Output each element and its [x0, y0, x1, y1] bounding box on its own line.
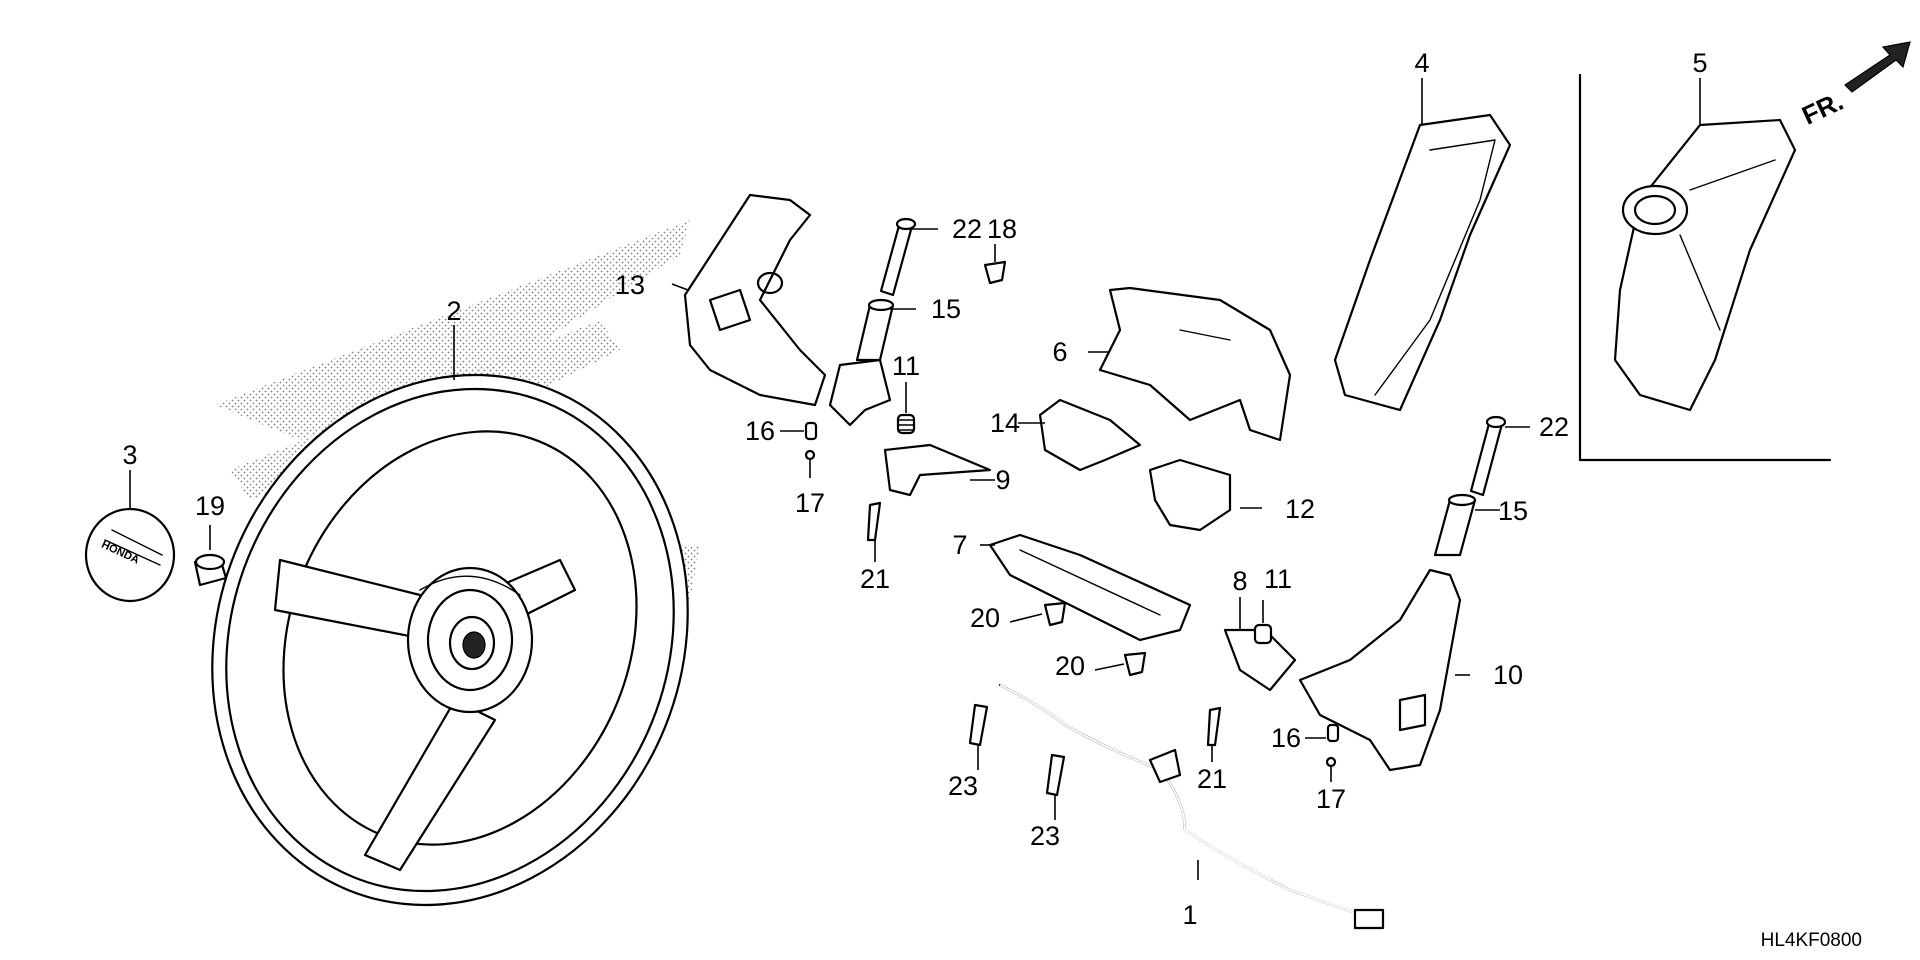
callout-17-upper: 17	[795, 488, 825, 518]
callout-16-upper: 16	[745, 416, 775, 446]
callout-15-lower: 15	[1498, 496, 1528, 526]
steering-wheel-part-2[interactable]	[134, 303, 767, 960]
bolt-part-22-upper[interactable]	[879, 217, 917, 297]
callout-1: 1	[1182, 900, 1197, 930]
pin-part-21-upper[interactable]	[866, 501, 882, 542]
callout-20-a: 20	[970, 603, 1000, 633]
callout-10: 10	[1493, 660, 1523, 690]
right-switch-housing-part-10[interactable]	[1298, 568, 1462, 772]
bolt-part-23-b[interactable]	[1045, 753, 1066, 797]
callout-22-upper: 22	[952, 214, 982, 244]
callout-16-lower: 16	[1271, 723, 1301, 753]
inset-box-part-5	[1578, 73, 1832, 462]
callout-20-b: 20	[1055, 651, 1085, 681]
callout-19: 19	[195, 491, 225, 521]
emblem-cap-part-3[interactable]: HONDA	[84, 507, 176, 603]
callout-23-a: 23	[948, 771, 978, 801]
callout-12: 12	[1285, 494, 1315, 524]
callout-7: 7	[952, 530, 967, 560]
callout-14: 14	[990, 408, 1020, 438]
lower-cover-part-7[interactable]	[988, 533, 1192, 642]
callout-18: 18	[987, 214, 1017, 244]
cover-part-4[interactable]	[1333, 113, 1512, 412]
callout-2: 2	[446, 296, 461, 326]
leader-lines	[129, 78, 1701, 880]
bracket-left[interactable]	[828, 358, 892, 427]
callout-13: 13	[615, 270, 645, 300]
callout-23-b: 23	[1030, 821, 1060, 851]
spring-part-11-upper[interactable]	[896, 413, 916, 435]
bolt-part-23-a[interactable]	[968, 703, 989, 747]
spring-part-11-lower[interactable]	[1253, 623, 1273, 645]
spring-part-16-upper[interactable]	[804, 421, 818, 441]
wire-harness-part-1[interactable]	[998, 683, 1385, 930]
callout-22-lower: 22	[1539, 412, 1569, 442]
ball-part-17-upper[interactable]	[804, 449, 816, 461]
callout-5: 5	[1692, 48, 1707, 78]
callout-3: 3	[122, 440, 137, 470]
cover-part-5[interactable]	[1613, 118, 1797, 412]
callout-8: 8	[1232, 566, 1247, 596]
diagram-code: HL4KF0800	[1761, 930, 1862, 951]
bracket-part-14[interactable]	[1038, 398, 1142, 472]
nut-part-19[interactable]	[193, 553, 228, 587]
callout-21-lower: 21	[1197, 764, 1227, 794]
direction-label: FR.	[1797, 86, 1848, 131]
bracket-part-12[interactable]	[1148, 458, 1232, 532]
bolt-part-22-lower[interactable]	[1469, 415, 1507, 497]
callout-21-upper: 21	[860, 564, 890, 594]
column-cover-part-6[interactable]	[1098, 286, 1292, 442]
callout-11-upper: 11	[892, 351, 920, 381]
callout-9: 9	[995, 465, 1010, 495]
clip-part-18[interactable]	[983, 260, 1007, 285]
clip-part-20-a[interactable]	[1043, 601, 1067, 627]
front-direction-arrow: FR.	[1797, 41, 1911, 131]
plate-part-9[interactable]	[883, 443, 992, 497]
clip-part-20-b[interactable]	[1123, 651, 1147, 677]
pin-part-21-lower[interactable]	[1206, 706, 1222, 747]
callout-17-lower: 17	[1316, 784, 1346, 814]
callout-15-upper: 15	[931, 294, 961, 324]
callout-11-lower: 11	[1264, 564, 1292, 594]
sleeve-part-15-lower[interactable]	[1433, 493, 1477, 557]
ball-part-17-lower[interactable]	[1325, 756, 1337, 768]
spring-part-16-lower[interactable]	[1326, 723, 1340, 743]
callout-labels: 1 2 3 4 5 6 7 8 9 10 11 11 12 13 14 15 1…	[122, 48, 1707, 930]
sleeve-part-15-upper[interactable]	[855, 298, 895, 362]
left-switch-housing-part-13[interactable]	[683, 193, 827, 407]
callout-4: 4	[1414, 48, 1429, 78]
callout-6: 6	[1052, 337, 1067, 367]
